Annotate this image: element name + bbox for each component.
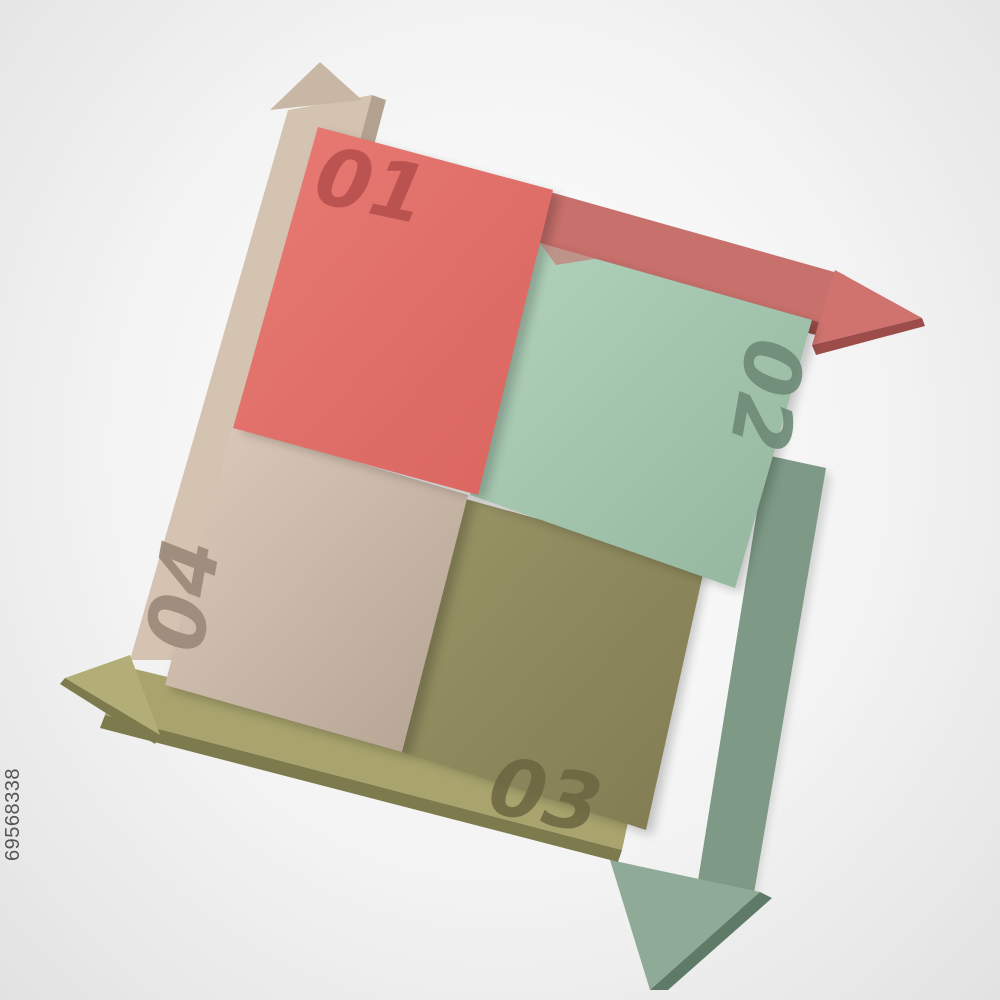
step-number-01: 01 [307, 129, 435, 243]
arrow-02-head [610, 860, 760, 990]
quadrant-03-panel [402, 498, 705, 830]
arrow-02 [610, 455, 830, 990]
arrow-03-head [65, 655, 160, 735]
quadrant-04 [165, 425, 476, 758]
arrow-03-side [100, 715, 622, 862]
quadrant-01-panel [233, 127, 553, 495]
quadrant-02 [470, 243, 818, 592]
arrow-03-shaft [105, 665, 635, 850]
arrow-01-head-side [812, 318, 925, 355]
arrow-03 [60, 655, 635, 862]
arrow-02-head-side [650, 892, 772, 990]
quadrant-04-panel [165, 425, 468, 752]
step-number-03: 03 [481, 738, 609, 852]
step-number-04: 04 [128, 532, 239, 658]
arrow-04-head [270, 62, 362, 110]
quadrant-03 [402, 498, 708, 835]
image-id-label: 69568338 [2, 768, 24, 861]
quadrant-02-panel [470, 243, 812, 588]
arrow-01-head [812, 270, 922, 345]
quadrant-01-notch [540, 243, 600, 265]
arrow-02-shaft [696, 455, 826, 905]
step-number-02: 02 [711, 332, 822, 458]
arrow-03-head-side [60, 678, 160, 744]
quadrant-01 [233, 127, 600, 500]
